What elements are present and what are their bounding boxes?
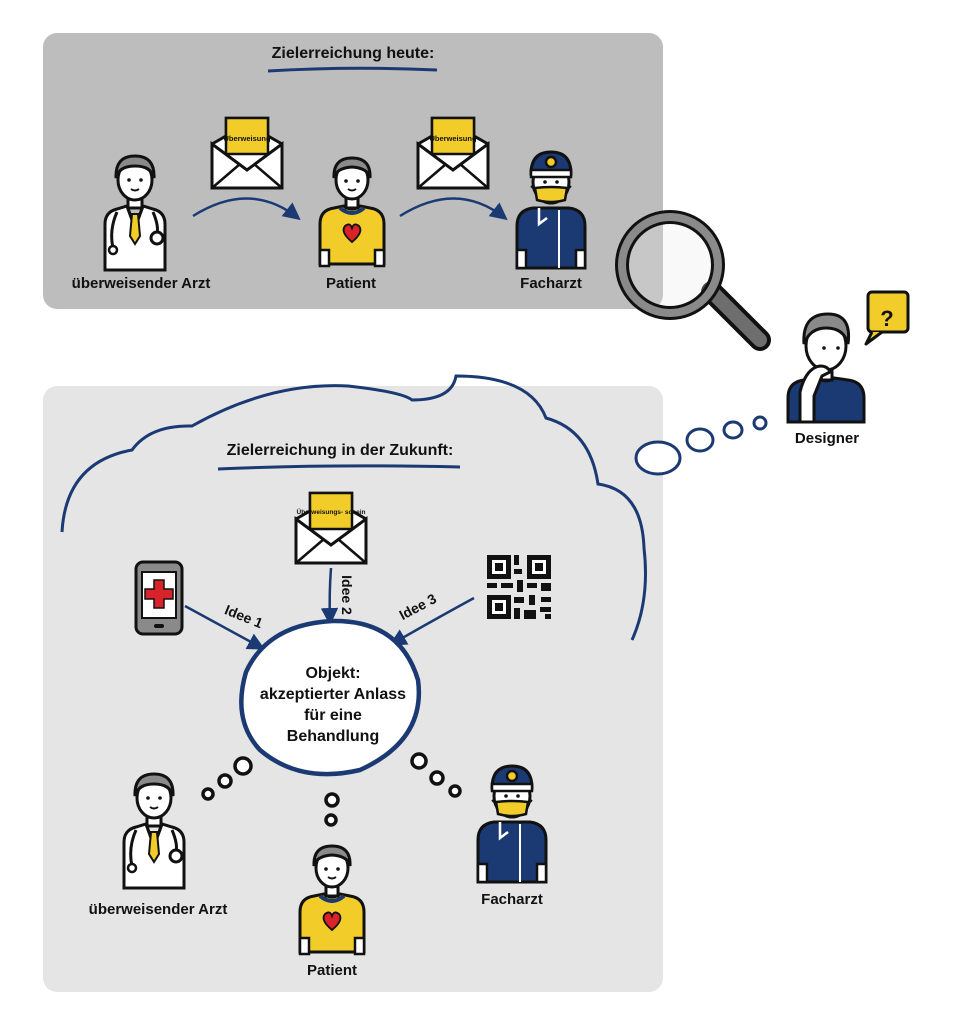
thought-bubbles-doctor — [201, 756, 253, 801]
designer-question-mark: ? — [880, 306, 893, 331]
future-specialist-label: Facharzt — [481, 891, 543, 908]
idea-2-label: Idee 2 — [339, 575, 355, 615]
thought-bubbles-designer — [634, 415, 768, 476]
center-line-2: akzeptierter Anlass — [259, 686, 407, 703]
thought-bubbles-patient — [324, 792, 340, 827]
future-heading-underline — [217, 464, 461, 471]
today-specialist-label: Facharzt — [520, 275, 582, 292]
idea-2-arrow — [320, 567, 339, 626]
today-heading-underline — [267, 66, 438, 73]
future-specialist-icon — [476, 764, 548, 884]
today-arrow-patient-to-specialist — [399, 197, 508, 221]
today-patient-icon — [318, 156, 386, 268]
idea-1-label: Idee 1 — [222, 602, 265, 632]
magnifier-icon — [615, 210, 771, 351]
today-letter-2-text: Überweisung — [429, 134, 477, 143]
center-object-circle — [239, 618, 422, 777]
today-referring-doctor-label: überweisender Arzt — [71, 275, 211, 292]
future-envelope-icon — [294, 491, 368, 565]
future-patient-icon — [298, 844, 366, 956]
idea-3-label: Idee 3 — [396, 590, 439, 623]
future-cloud-outline — [60, 374, 647, 641]
future-letter-text: Überweisungs- schein — [297, 507, 366, 516]
future-patient-label: Patient — [306, 962, 358, 979]
idea-1-arrow — [184, 604, 266, 650]
center-object-text: Objekt: akzeptierter Anlass für eine Beh… — [243, 663, 423, 747]
center-line-4: Behandlung — [286, 728, 380, 745]
qr-code-icon — [487, 555, 551, 619]
future-referring-doctor-icon — [122, 772, 186, 890]
today-patient-label: Patient — [325, 275, 377, 292]
today-arrow-doctor-to-patient — [192, 197, 301, 221]
today-heading: Zielerreichung heute: — [271, 45, 435, 62]
thought-bubbles-specialist — [410, 752, 462, 798]
idea-3-arrow — [388, 596, 475, 646]
designer-label: Designer — [794, 430, 860, 447]
center-line-3: für eine — [304, 707, 362, 724]
phone-icon — [134, 560, 184, 636]
today-letter-1-text: Überweisung — [223, 134, 271, 143]
today-envelope-2-icon — [416, 116, 490, 190]
future-heading: Zielerreichung in der Zukunft: — [226, 442, 454, 459]
center-line-1: Objekt: — [305, 665, 361, 682]
designer-icon — [786, 290, 910, 424]
today-referring-doctor-icon — [103, 154, 167, 272]
today-specialist-icon — [515, 150, 587, 270]
future-referring-doctor-label: überweisender Arzt — [88, 901, 228, 918]
today-envelope-1-icon — [210, 116, 284, 190]
